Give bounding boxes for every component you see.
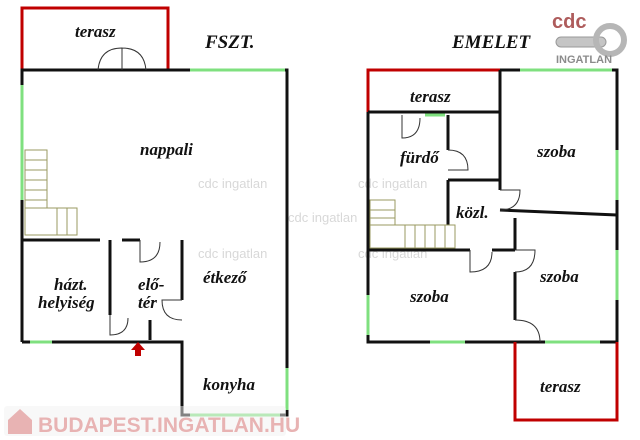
room-label-kitchen: konyha: [203, 375, 255, 394]
door-icon: [401, 115, 421, 139]
terrace-outline: [20, 6, 170, 70]
house-icon: [8, 409, 32, 434]
staircase: [24, 149, 78, 236]
door-icon: [161, 299, 183, 321]
room-label-terrace: terasz: [540, 377, 581, 396]
upper-floor-plan: terasz fürdő közl. szoba szoba szoba ter…: [366, 32, 619, 422]
room-label-hall: elő-: [138, 275, 165, 294]
staircase: [369, 199, 456, 249]
room-label-room: szoba: [536, 142, 576, 161]
watermark: cdc ingatlan: [358, 176, 427, 191]
logo-text: cdc: [552, 11, 586, 33]
door-icon: [499, 189, 521, 211]
room-label-terrace: terasz: [75, 22, 116, 41]
watermark: cdc ingatlan: [198, 176, 267, 191]
room-label-room: szoba: [539, 267, 579, 286]
terrace-outline: [366, 68, 500, 112]
ground-floor-plan: terasz FSZT. nappali házt. helyiség elő-…: [20, 6, 289, 417]
room-label-living: nappali: [140, 140, 193, 159]
door-icon: [469, 250, 493, 273]
budapest-ingatlan-logo: BUDAPEST.INGATLAN.HU: [4, 406, 300, 437]
room-label-dining: étkező: [203, 268, 248, 287]
watermarks: cdc ingatlan cdc ingatlan cdc ingatlan c…: [198, 176, 427, 261]
cdc-logo: cdc INGATLAN: [552, 11, 627, 66]
room-label-corridor: közl.: [456, 203, 489, 222]
watermark: cdc ingatlan: [198, 246, 267, 261]
door-icon: [514, 319, 541, 343]
door-icon: [447, 149, 469, 171]
room-label-utility: házt.: [54, 275, 88, 294]
door-icon: [514, 249, 536, 273]
watermark: cdc ingatlan: [288, 210, 357, 225]
entrance-arrow-icon: [131, 342, 145, 356]
terrace-door-icon: [97, 47, 147, 71]
door-icon: [139, 240, 161, 263]
floor-title: EMELET: [451, 32, 532, 53]
door-icon: [109, 315, 129, 336]
room-label-utility: helyiség: [38, 293, 95, 312]
room-label-terrace: terasz: [410, 87, 451, 106]
terrace-outline: [513, 342, 619, 422]
floor-title: FSZT.: [204, 32, 254, 53]
logo-text: BUDAPEST.INGATLAN.HU: [38, 414, 300, 437]
logo-text: INGATLAN: [556, 54, 612, 66]
room-label-hall: tér: [138, 293, 157, 312]
room-label-bathroom: fürdő: [400, 148, 440, 167]
room-label-room: szoba: [409, 287, 449, 306]
